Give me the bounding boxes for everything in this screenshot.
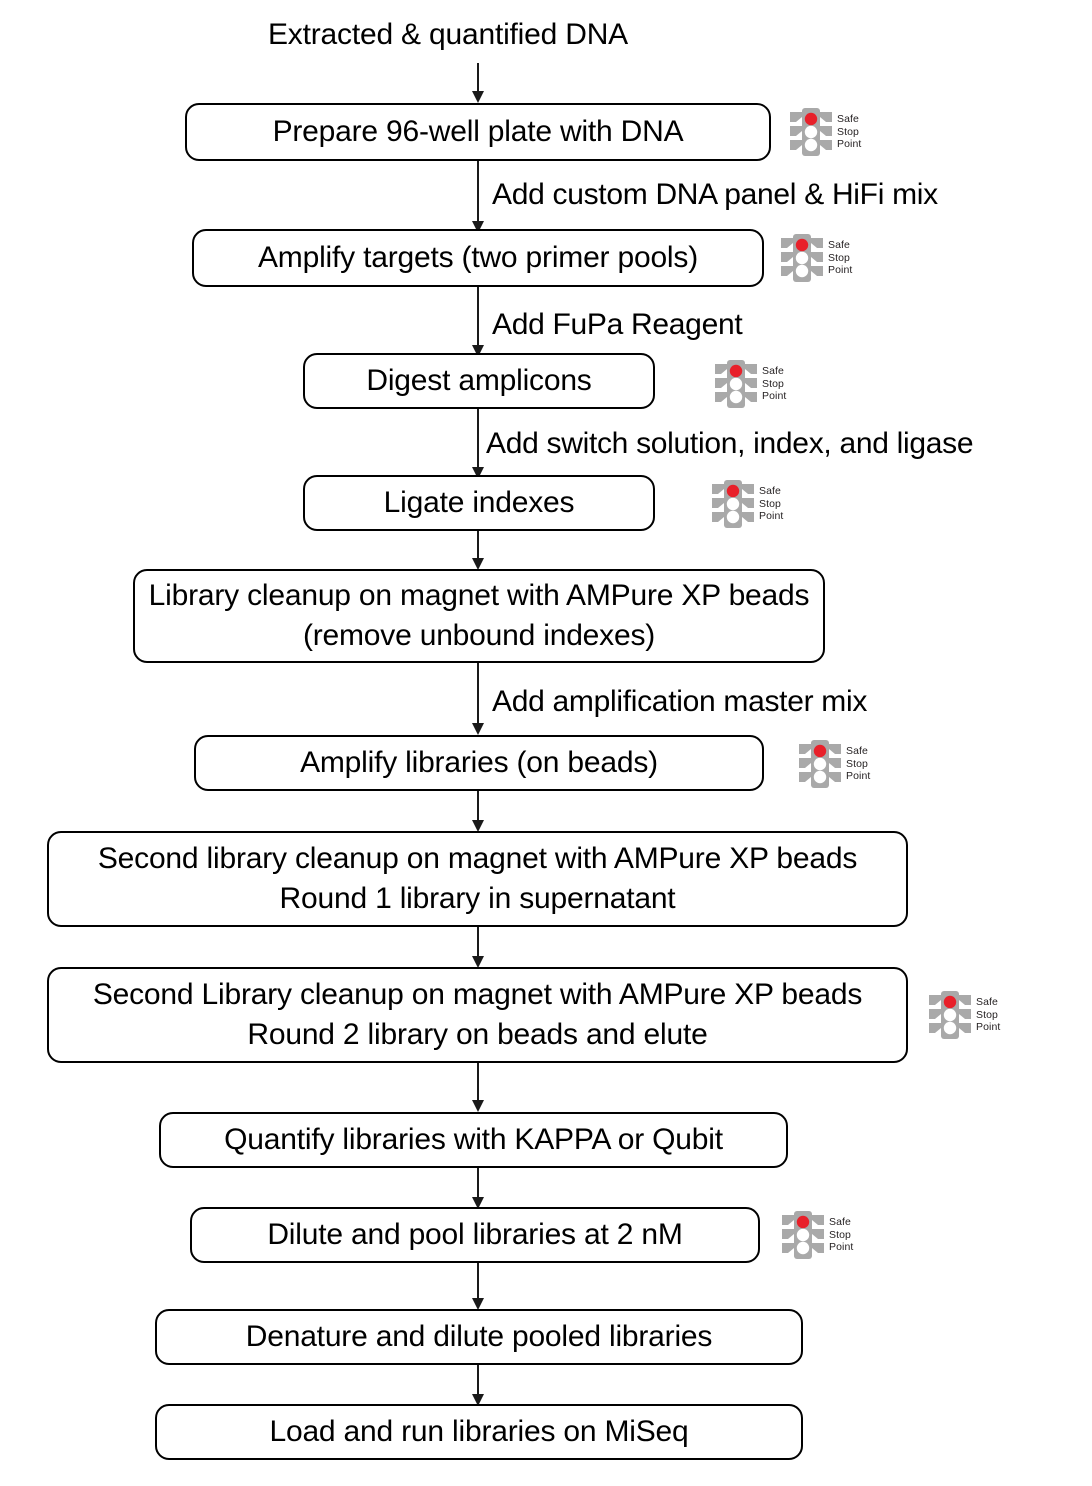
ssp-line-3: Point bbox=[837, 138, 862, 151]
ssp-line-1: Safe bbox=[829, 1215, 851, 1228]
node-library-cleanup[interactable]: Library cleanup on magnet with AMPure XP… bbox=[133, 569, 825, 663]
safe-stop-point-label: Safe Stop Point bbox=[829, 1216, 853, 1254]
ssp-line-1: Safe bbox=[846, 744, 868, 757]
ssp-line-2: Stop bbox=[829, 1228, 851, 1241]
node-label: Quantify libraries with KAPPA or Qubit bbox=[224, 1122, 723, 1156]
ssp-line-1: Safe bbox=[828, 238, 850, 251]
ssp-line-3: Point bbox=[846, 770, 871, 783]
node-prepare-plate[interactable]: Prepare 96-well plate with DNA bbox=[185, 103, 771, 161]
node-amplify-targets[interactable]: Amplify targets (two primer pools) bbox=[192, 229, 764, 287]
node-label: Second Library cleanup on magnet with AM… bbox=[92, 978, 863, 1051]
node-denature-dilute[interactable]: Denature and dilute pooled libraries bbox=[155, 1309, 803, 1365]
safe-stop-point-2: Safe Stop Point bbox=[779, 232, 852, 284]
edge-label-4: Add amplification master mix bbox=[492, 685, 868, 718]
safe-stop-point-3: Safe Stop Point bbox=[713, 358, 786, 410]
safe-stop-point-label: Safe Stop Point bbox=[976, 996, 1000, 1034]
node-quantify-libraries[interactable]: Quantify libraries with KAPPA or Qubit bbox=[159, 1112, 788, 1168]
page-title: Extracted & quantified DNA bbox=[268, 18, 628, 51]
ssp-line-3: Point bbox=[762, 390, 787, 403]
node-second-cleanup-round1[interactable]: Second library cleanup on magnet with AM… bbox=[47, 831, 908, 927]
ssp-line-1: Safe bbox=[976, 995, 998, 1008]
safe-stop-point-label: Safe Stop Point bbox=[846, 745, 870, 783]
node-label: Library cleanup on magnet with AMPure XP… bbox=[148, 579, 810, 652]
ssp-line-2: Stop bbox=[846, 757, 868, 770]
traffic-light-icon bbox=[799, 740, 841, 788]
ssp-line-2: Stop bbox=[828, 251, 850, 264]
edge-label-3: Add switch solution, index, and ligase bbox=[486, 427, 974, 460]
node-label: Second library cleanup on magnet with AM… bbox=[97, 842, 858, 915]
traffic-light-icon bbox=[782, 1211, 824, 1259]
node-load-run[interactable]: Load and run libraries on MiSeq bbox=[155, 1404, 803, 1460]
ssp-line-3: Point bbox=[759, 510, 784, 523]
safe-stop-point-label: Safe Stop Point bbox=[762, 365, 786, 403]
ssp-line-2: Stop bbox=[837, 125, 859, 138]
node-label: Prepare 96-well plate with DNA bbox=[272, 114, 684, 148]
safe-stop-point-5: Safe Stop Point bbox=[797, 738, 870, 790]
safe-stop-point-label: Safe Stop Point bbox=[837, 113, 861, 151]
node-label: Amplify libraries (on beads) bbox=[300, 745, 658, 779]
ssp-line-2: Stop bbox=[759, 497, 781, 510]
ssp-line-3: Point bbox=[829, 1241, 854, 1254]
ssp-line-2: Stop bbox=[976, 1008, 998, 1021]
node-amplify-libraries[interactable]: Amplify libraries (on beads) bbox=[194, 735, 764, 791]
node-dilute-pool[interactable]: Dilute and pool libraries at 2 nM bbox=[190, 1207, 760, 1263]
traffic-light-icon bbox=[712, 480, 754, 528]
node-label: Denature and dilute pooled libraries bbox=[245, 1319, 713, 1353]
traffic-light-icon bbox=[790, 108, 832, 156]
safe-stop-point-label: Safe Stop Point bbox=[828, 239, 852, 277]
node-digest-amplicons[interactable]: Digest amplicons bbox=[303, 353, 655, 409]
node-ligate-indexes[interactable]: Ligate indexes bbox=[303, 475, 655, 531]
traffic-light-icon bbox=[929, 991, 971, 1039]
node-label: Digest amplicons bbox=[366, 363, 592, 397]
edge-label-2: Add FuPa Reagent bbox=[492, 308, 743, 341]
ssp-line-3: Point bbox=[976, 1021, 1001, 1034]
ssp-line-1: Safe bbox=[762, 364, 784, 377]
ssp-line-2: Stop bbox=[762, 377, 784, 390]
node-label: Ligate indexes bbox=[383, 485, 575, 519]
node-label: Dilute and pool libraries at 2 nM bbox=[267, 1217, 683, 1251]
node-second-cleanup-round2[interactable]: Second Library cleanup on magnet with AM… bbox=[47, 967, 908, 1063]
edge-label-1: Add custom DNA panel & HiFi mix bbox=[492, 178, 938, 211]
traffic-light-icon bbox=[781, 234, 823, 282]
safe-stop-point-7: Safe Stop Point bbox=[780, 1209, 853, 1261]
ssp-line-3: Point bbox=[828, 264, 853, 277]
ssp-line-1: Safe bbox=[837, 112, 859, 125]
ssp-line-1: Safe bbox=[759, 484, 781, 497]
safe-stop-point-4: Safe Stop Point bbox=[710, 478, 783, 530]
node-label: Load and run libraries on MiSeq bbox=[269, 1414, 689, 1448]
node-label: Amplify targets (two primer pools) bbox=[258, 240, 698, 274]
traffic-light-icon bbox=[715, 360, 757, 408]
safe-stop-point-label: Safe Stop Point bbox=[759, 485, 783, 523]
safe-stop-point-1: Safe Stop Point bbox=[788, 106, 861, 158]
safe-stop-point-6: Safe Stop Point bbox=[927, 989, 1000, 1041]
